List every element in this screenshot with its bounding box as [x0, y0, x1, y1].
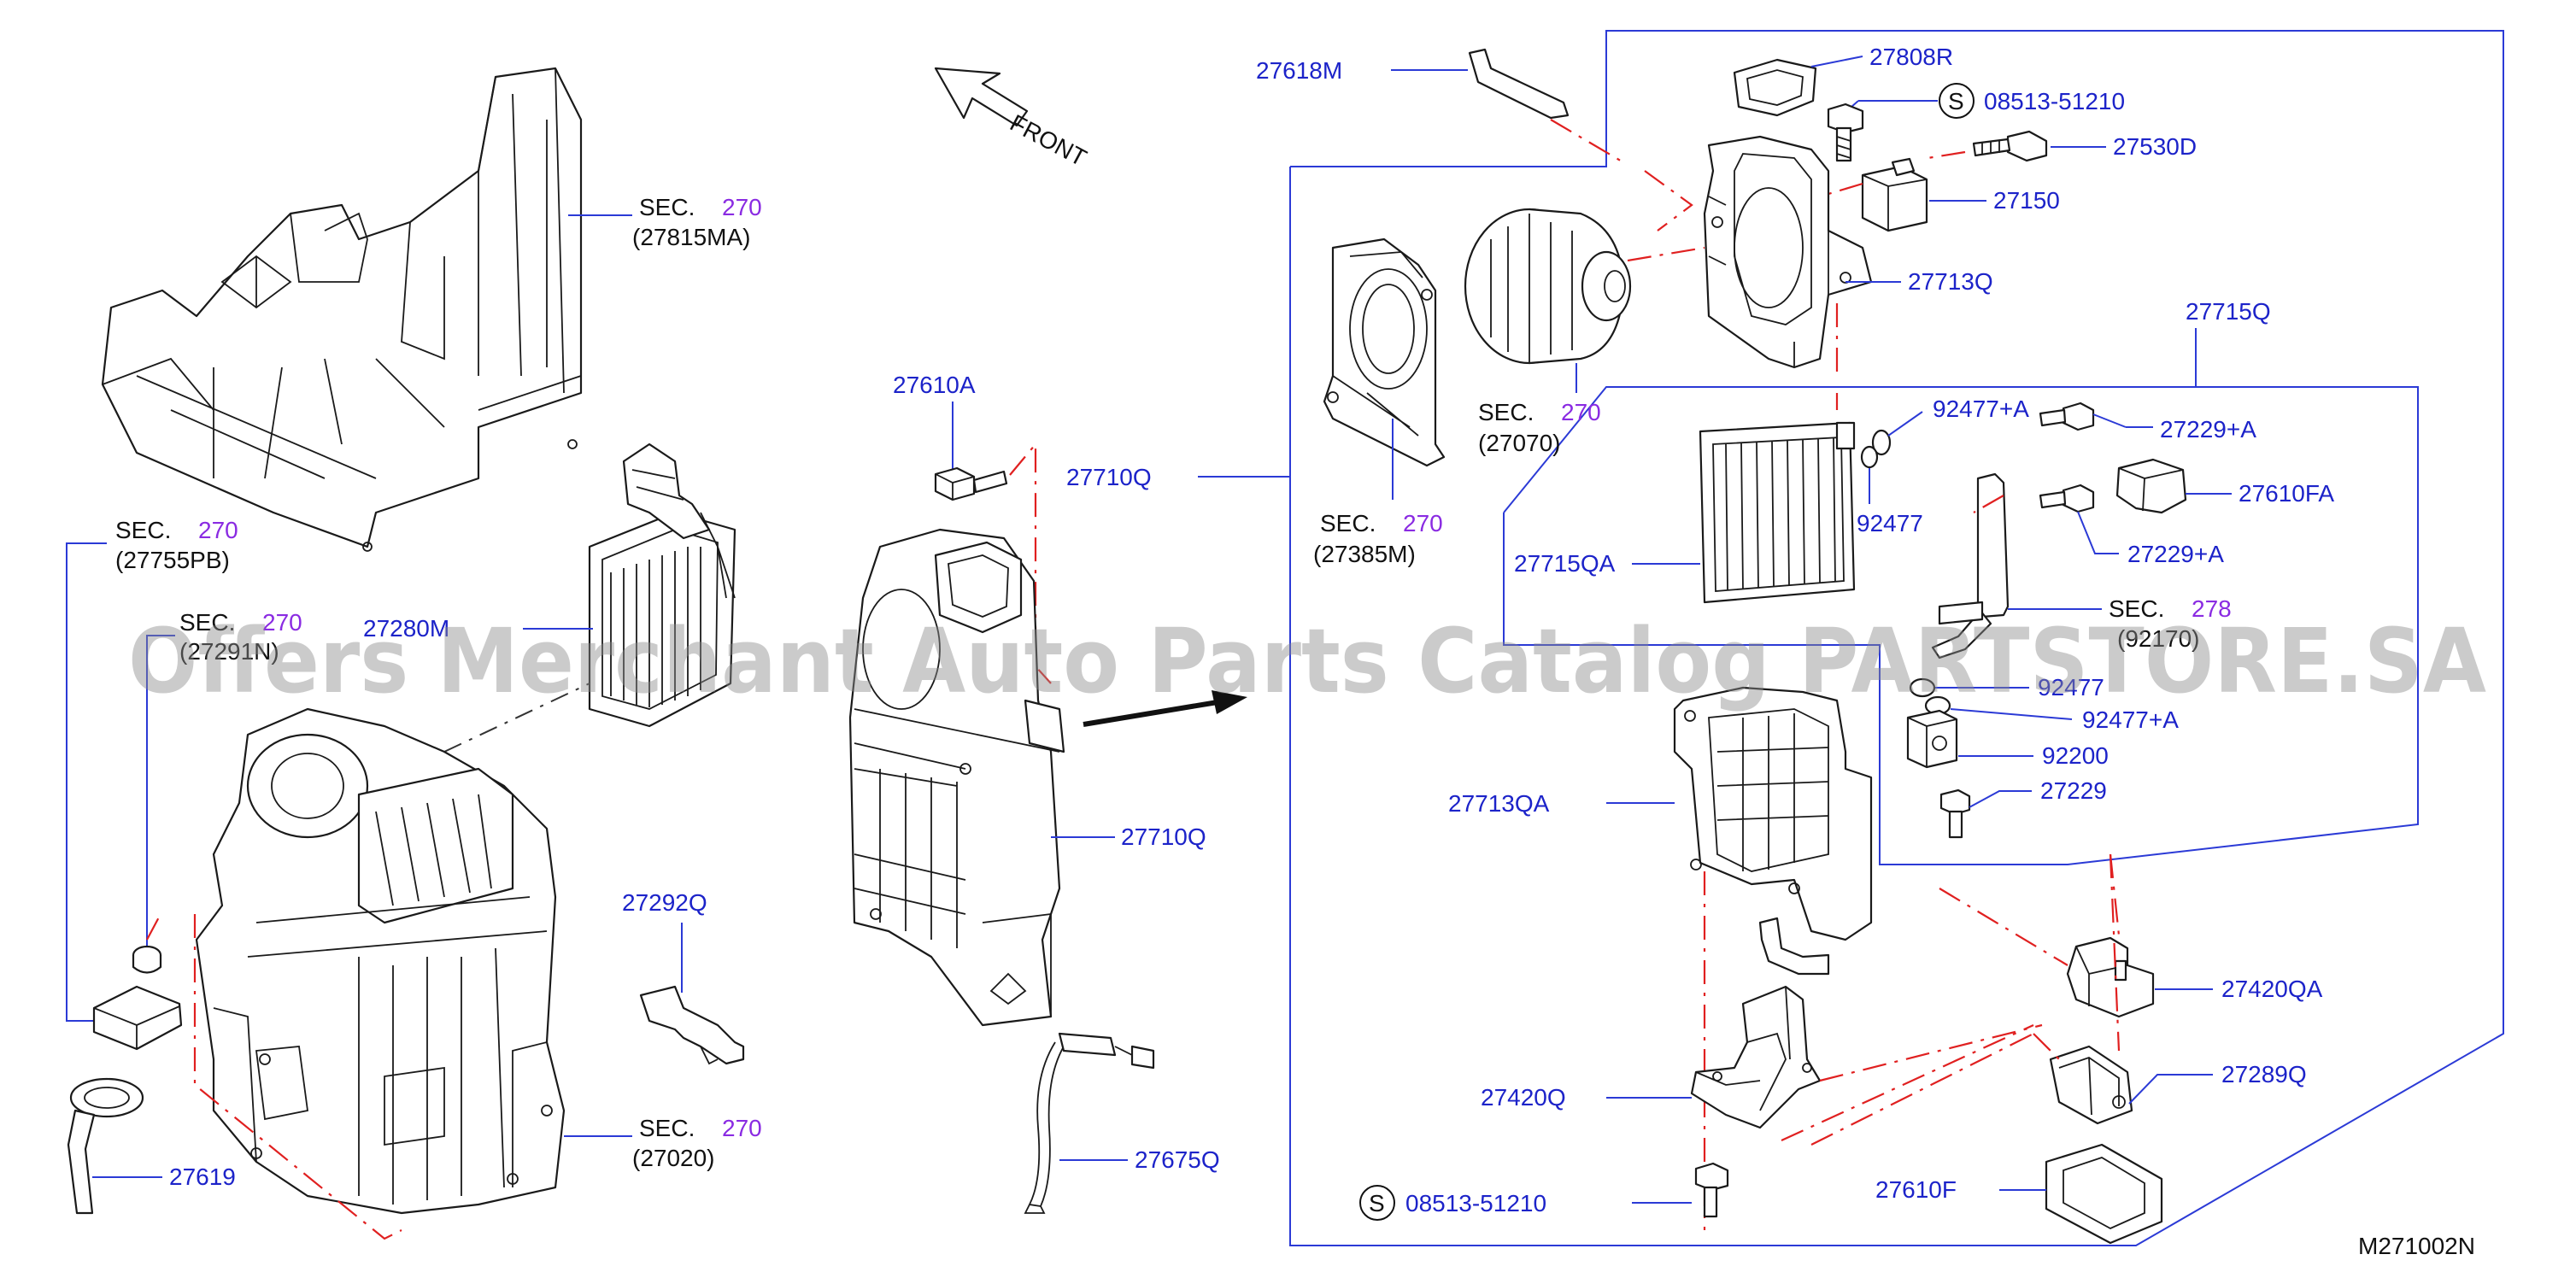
o-ring-92477-1 [1860, 445, 1879, 469]
grommet-part [132, 945, 162, 974]
harness-27675Q [1024, 1032, 1155, 1214]
blower-motor-part [1464, 208, 1632, 365]
label-92200: 92200 [2042, 742, 2109, 769]
service-symbol-top: S [1948, 88, 1964, 114]
label-27808R: 27808R [1869, 44, 1953, 70]
screw-08513-bottom [1694, 1162, 1729, 1218]
sec-ref-27755PB: (27755PB) [115, 547, 230, 573]
screw-27610A [934, 466, 1008, 501]
sec-number-27815MA: 270 [722, 194, 762, 220]
label-27530D: 27530D [2113, 133, 2197, 160]
label-27675Q: 27675Q [1135, 1146, 1220, 1173]
label-27420Q: 27420Q [1481, 1084, 1566, 1111]
bracket-27420Q [1690, 985, 1822, 1129]
bracket-27618M [1468, 48, 1570, 120]
diagram-code: M271002N [2358, 1233, 2475, 1259]
service-symbol-bottom-icon [1359, 1185, 1395, 1221]
drain-hose-small [1758, 917, 1830, 976]
label-27150: 27150 [1993, 187, 2060, 214]
gasket-27808R [1733, 58, 1817, 117]
sec-ref-27815MA: (27815MA) [632, 224, 751, 250]
sec-label-278: SEC. [2109, 595, 2164, 622]
sec-number-278: 278 [2192, 595, 2232, 622]
label-27713Q: 27713Q [1908, 268, 1993, 295]
front-arrow-icon [934, 67, 1029, 127]
blower-case-27713Q [1703, 135, 1873, 369]
label-27713QA: 27713QA [1448, 790, 1550, 817]
cooler-pipe-part [1931, 472, 2010, 659]
foam-pad-part [92, 985, 183, 1051]
bracket-27420QA [2066, 936, 2155, 1018]
sec-ref-27385M: (27385M) [1313, 541, 1416, 567]
watermark: Offers Merchant Auto Parts Catalog PARTS… [128, 609, 2486, 713]
o-ring-92477-2 [1909, 677, 1936, 698]
label-27610FA: 27610FA [2239, 480, 2334, 507]
sec-ref-27020: (27020) [632, 1145, 715, 1171]
label-27715Q: 27715Q [2186, 298, 2271, 325]
label-92477-2: 92477 [2038, 674, 2104, 700]
sec-number-left-mid: 270 [262, 609, 302, 636]
label-92477A-2: 92477+A [2082, 706, 2179, 733]
service-symbol-bottom: S [1369, 1190, 1385, 1216]
label-08513-top: 08513-51210 [1984, 88, 2125, 114]
label-27280: 27280M [363, 615, 449, 642]
front-label: FRONT [1006, 109, 1091, 172]
label-27618M: 27618M [1256, 57, 1342, 84]
sec-label-27815MA: SEC. [639, 194, 695, 220]
sec-number-27020: 270 [722, 1115, 762, 1141]
heater-core-part [588, 443, 736, 728]
sec-ref-left-mid: (27291N) [179, 638, 279, 665]
label-27229A-2: 27229+A [2127, 541, 2224, 567]
label-27610F: 27610F [1875, 1176, 1957, 1203]
outer-group-frame [1289, 30, 2504, 1246]
fan-housing-part [1323, 237, 1446, 467]
expansion-valve-92200 [1906, 709, 1958, 769]
bracket-27292Q [639, 985, 745, 1065]
evaporator-group-frame [1503, 386, 2419, 865]
label-27292Q: 27292Q [622, 889, 707, 916]
bracket-27289Q [2049, 1045, 2133, 1125]
sec-label-left-mid: SEC. [179, 609, 235, 636]
sec-label-27385M: SEC. [1320, 510, 1376, 536]
gasket-27610F [2045, 1143, 2163, 1245]
intake-unit-27710Q [848, 528, 1065, 1027]
o-ring-92477A-1 [1871, 429, 1892, 456]
evaporator-27715QA [1699, 421, 1856, 604]
label-27610A: 27610A [893, 372, 976, 398]
label-27229: 27229 [2040, 777, 2107, 804]
screw-27530D [1972, 130, 2048, 162]
sec-number-27070: 270 [1561, 399, 1601, 425]
sec-number-27755PB: 270 [198, 517, 238, 543]
bolt-27229A-2 [2039, 484, 2095, 513]
label-27420QA: 27420QA [2221, 976, 2323, 1002]
label-92477-1: 92477 [1857, 510, 1923, 536]
heater-unit-assembly [195, 707, 566, 1215]
bolt-27229A-1 [2039, 402, 2095, 431]
label-27710Q-lower: 27710Q [1121, 824, 1206, 850]
sec-label-27755PB: SEC. [115, 517, 171, 543]
bracket-27610FA [2115, 458, 2187, 514]
bolt-27229 [1939, 788, 1971, 839]
label-08513-bottom: 08513-51210 [1405, 1190, 1546, 1216]
label-27619: 27619 [169, 1164, 236, 1190]
sec-ref-27070: (27070) [1478, 430, 1561, 456]
label-92477A-1: 92477+A [1933, 396, 2029, 422]
sec-ref-278: (92170) [2117, 625, 2200, 652]
label-27715QA: 27715QA [1514, 550, 1616, 577]
sec-label-27070: SEC. [1478, 399, 1534, 425]
sec-label-27020: SEC. [639, 1115, 695, 1141]
assembly-direction-arrow-icon [1083, 690, 1247, 727]
lower-case-27713QA [1673, 686, 1873, 941]
upper-duct-assembly [101, 67, 583, 552]
resistor-27150 [1861, 157, 1928, 232]
service-symbol-top-icon [1939, 83, 1975, 119]
label-27289Q: 27289Q [2221, 1061, 2307, 1087]
label-27229A-1: 27229+A [2160, 416, 2256, 443]
drain-hose-27619 [67, 1077, 144, 1215]
sec-number-27385M: 270 [1403, 510, 1443, 536]
screw-08513-top [1827, 103, 1864, 162]
label-27710Q-upper: 27710Q [1066, 464, 1152, 490]
